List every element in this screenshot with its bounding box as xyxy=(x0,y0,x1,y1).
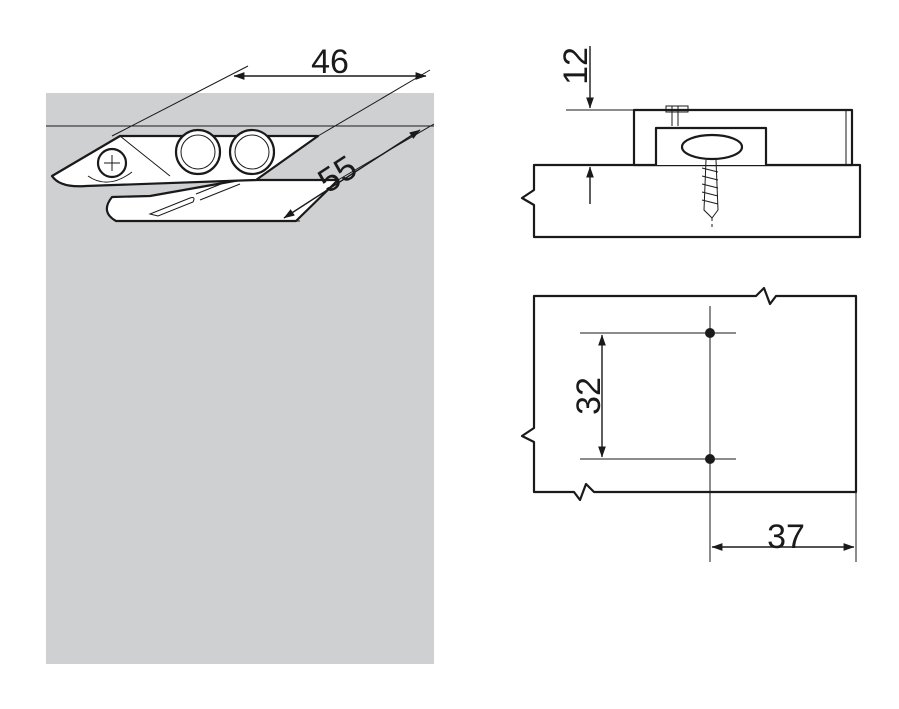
side-panel-section xyxy=(520,163,862,239)
side-section-view: 12 xyxy=(520,46,862,239)
plate-slot xyxy=(148,197,195,217)
dimension-12-label: 12 xyxy=(557,47,595,85)
cam-disc-right-icon xyxy=(228,128,276,176)
screw-shank-icon xyxy=(701,158,719,230)
screw-head-side-icon xyxy=(680,133,744,161)
dimension-46-label: 46 xyxy=(311,43,349,81)
dimension-37: 37 xyxy=(711,518,855,556)
top-drilling-view: 32 37 xyxy=(520,286,858,562)
cam-disc-left-icon xyxy=(174,128,222,176)
perspective-view: 46 55 xyxy=(46,43,435,664)
dimension-37-label: 37 xyxy=(767,518,805,556)
dimension-12: 12 xyxy=(557,46,634,204)
dimension-46: 46 xyxy=(111,43,431,137)
dimension-32: 32 xyxy=(570,334,608,458)
dimension-32-label: 32 xyxy=(570,377,608,415)
